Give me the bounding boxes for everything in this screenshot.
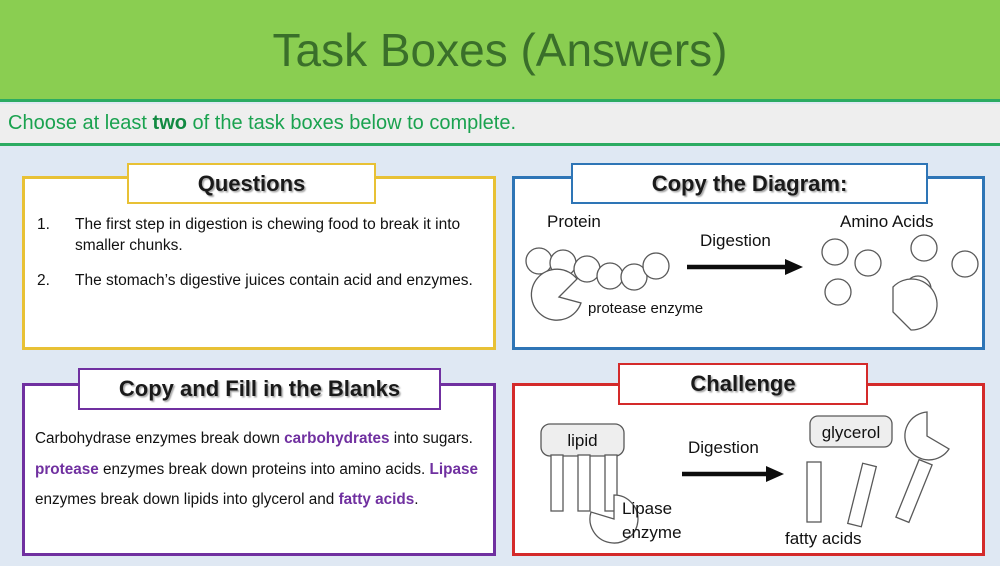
diagram-label-amino-acids: Amino Acids [840,212,934,231]
subtitle-band: Choose at least two of the task boxes be… [0,104,1000,143]
task-box-questions-tab[interactable]: Questions [127,163,376,204]
task-box-blanks-tab[interactable]: Copy and Fill in the Blanks [78,368,441,410]
instruction-suffix: of the task boxes below to complete. [186,112,517,134]
list-item: 2. The stomach’s digestive juices contai… [37,271,483,292]
instruction-emphasis: two [152,112,187,134]
task-box-questions-title: Questions [197,170,306,196]
task-box-challenge-tab[interactable]: Challenge [618,363,868,405]
paragraph-text: into sugars. [389,430,473,447]
blank-answer: carbohydrates [284,430,390,447]
protein-digestion-diagram: Protein Amino Acids Digestion protease e… [525,212,979,331]
diagram-label-protein: Protein [547,212,601,231]
task-box-diagram-tab[interactable]: Copy the Diagram: [571,163,928,204]
task-box-challenge-title: Challenge [690,371,796,396]
lipase-enzyme-shape [589,494,639,544]
diagram-label-glycerol: glycerol [822,423,881,442]
protein-chain [525,247,670,291]
diagram-label-lipid: lipid [567,431,597,450]
diagram-label-digestion-challenge: Digestion [688,438,759,457]
lipase-enzyme-shape-right [904,411,950,461]
diagram-label-fatty-acids: fatty acids [785,529,862,548]
task-box-challenge[interactable]: lipid Lipase enzyme Digestion glycer [512,383,985,556]
list-item: 1. The first step in digestion is chewin… [37,215,483,257]
diagram-label-enzyme: enzyme [622,523,682,542]
protease-enzyme-shape-right [892,278,938,331]
digestion-arrow-challenge [682,466,784,482]
questions-list: 1. The first step in digestion is chewin… [37,215,483,306]
blank-answer: protease [35,460,99,478]
instruction-text: Choose at least two of the task boxes be… [0,112,516,135]
header-divider [0,99,1000,102]
task-box-blanks-title: Copy and Fill in the Blanks [118,376,401,401]
amino-acid-cluster [821,234,979,306]
lipid-digestion-diagram: lipid Lipase enzyme Digestion glycer [540,411,950,548]
task-box-questions[interactable]: 1. The first step in digestion is chewin… [22,176,496,350]
paragraph-text: enzymes break down lipids into glycerol … [35,491,339,509]
diagram-label-lipase: Lipase [622,499,672,518]
question-number: 2. [37,271,50,289]
protease-enzyme-shape [530,268,582,321]
question-text: The first step in digestion is chewing f… [75,216,461,254]
header-band: Task Boxes (Answers) [0,0,1000,99]
glycerol-shape: glycerol [809,415,893,448]
instruction-prefix: Choose at least [8,112,153,134]
question-number: 1. [37,216,50,233]
blank-answer: Lipase [429,460,478,478]
digestion-arrow [687,259,803,275]
paragraph-text: Carbohydrase enzymes break down [35,430,285,447]
blank-answer: fatty acids [338,491,415,509]
paragraph-text: . [414,491,419,509]
subtitle-divider [0,143,1000,146]
diagram-label-protease-enzyme: protease enzyme [588,300,703,317]
paragraph-text: enzymes break down proteins into amino a… [98,460,430,478]
lipid-shape: lipid [540,423,625,512]
blanks-paragraph: Carbohydrase enzymes break down carbohyd… [35,424,487,516]
question-text: The stomach’s digestive juices contain a… [75,271,473,289]
task-box-diagram-title: Copy the Diagram: [651,170,848,196]
diagram-label-digestion: Digestion [700,231,771,250]
fatty-acid-bars [806,458,933,528]
page-title: Task Boxes (Answers) [272,23,728,76]
